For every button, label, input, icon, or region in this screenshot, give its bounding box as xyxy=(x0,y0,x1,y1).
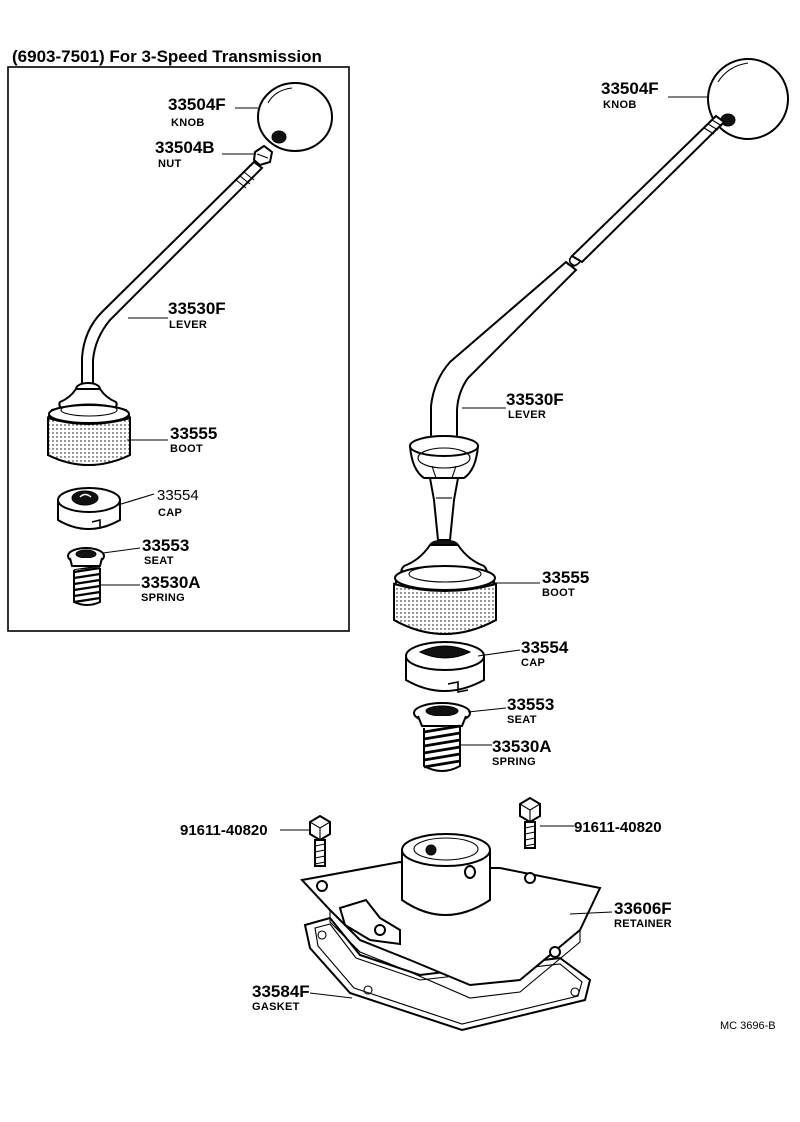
main-spring-drawing xyxy=(423,724,461,772)
main-part-name-boot: BOOT xyxy=(542,587,575,599)
inset-panel: (6903-7501) For 3-Speed Transmission xyxy=(7,47,350,632)
inset-part-name-cap: CAP xyxy=(158,507,182,519)
bolt-right-drawing xyxy=(519,796,541,849)
inset-part-name-lever: LEVER xyxy=(169,319,207,331)
diagram-code: MC 3696-B xyxy=(720,1020,776,1032)
main-seat-drawing xyxy=(413,702,471,727)
inset-part-name-spring: SPRING xyxy=(141,592,185,604)
main-lever-drawing xyxy=(408,114,726,551)
main-assembly: 33504F KNOB 33530F LEVER 33555 BOOT 3355… xyxy=(180,58,789,1032)
main-part-number-bolt-left: 91611-40820 xyxy=(180,822,268,839)
retainer-drawing xyxy=(300,833,602,999)
inset-part-number-cap: 33554 xyxy=(157,487,199,504)
inset-part-name-nut: NUT xyxy=(158,158,182,170)
main-part-name-gasket: GASKET xyxy=(252,1001,300,1013)
inset-boot-drawing xyxy=(47,382,131,466)
main-part-number-knob: 33504F xyxy=(601,79,659,98)
inset-leaders xyxy=(100,107,258,586)
main-boot-drawing xyxy=(392,544,498,635)
main-part-name-cap: CAP xyxy=(521,657,545,669)
main-part-number-spring: 33530A xyxy=(492,737,552,756)
inset-cap-drawing xyxy=(57,487,121,530)
main-part-number-retainer: 33606F xyxy=(614,899,672,918)
inset-part-number-lever: 33530F xyxy=(168,299,226,318)
inset-nut-drawing xyxy=(252,144,274,167)
main-cap-drawing xyxy=(405,641,485,693)
main-part-number-gasket: 33584F xyxy=(252,982,310,1001)
inset-part-number-seat: 33553 xyxy=(142,536,189,555)
main-part-number-boot: 33555 xyxy=(542,568,589,587)
main-part-name-lever: LEVER xyxy=(508,409,546,421)
inset-spring-drawing xyxy=(73,565,101,606)
main-part-name-seat: SEAT xyxy=(507,714,537,726)
main-part-number-cap: 33554 xyxy=(521,638,569,657)
bolt-left-drawing xyxy=(309,814,331,867)
main-part-name-spring: SPRING xyxy=(492,756,536,768)
inset-part-name-seat: SEAT xyxy=(144,555,174,567)
inset-part-number-knob: 33504F xyxy=(168,95,226,114)
main-part-number-seat: 33553 xyxy=(507,695,554,714)
inset-part-number-nut: 33504B xyxy=(155,138,215,157)
main-part-number-bolt-right: 91611-40820 xyxy=(574,819,662,836)
inset-lever-drawing xyxy=(81,160,264,386)
main-leaders xyxy=(280,96,708,999)
inset-part-number-spring: 33530A xyxy=(141,573,201,592)
inset-seat-drawing xyxy=(67,547,105,567)
main-knob-drawing xyxy=(707,58,789,140)
inset-part-name-boot: BOOT xyxy=(170,443,203,455)
inset-part-number-boot: 33555 xyxy=(170,424,217,443)
main-part-number-lever: 33530F xyxy=(506,390,564,409)
inset-knob-drawing xyxy=(257,82,333,152)
main-part-name-retainer: RETAINER xyxy=(614,918,672,930)
main-part-name-knob: KNOB xyxy=(603,99,637,111)
inset-part-name-knob: KNOB xyxy=(171,117,205,129)
inset-title: (6903-7501) For 3-Speed Transmission xyxy=(12,47,322,66)
inset-border xyxy=(7,66,350,632)
